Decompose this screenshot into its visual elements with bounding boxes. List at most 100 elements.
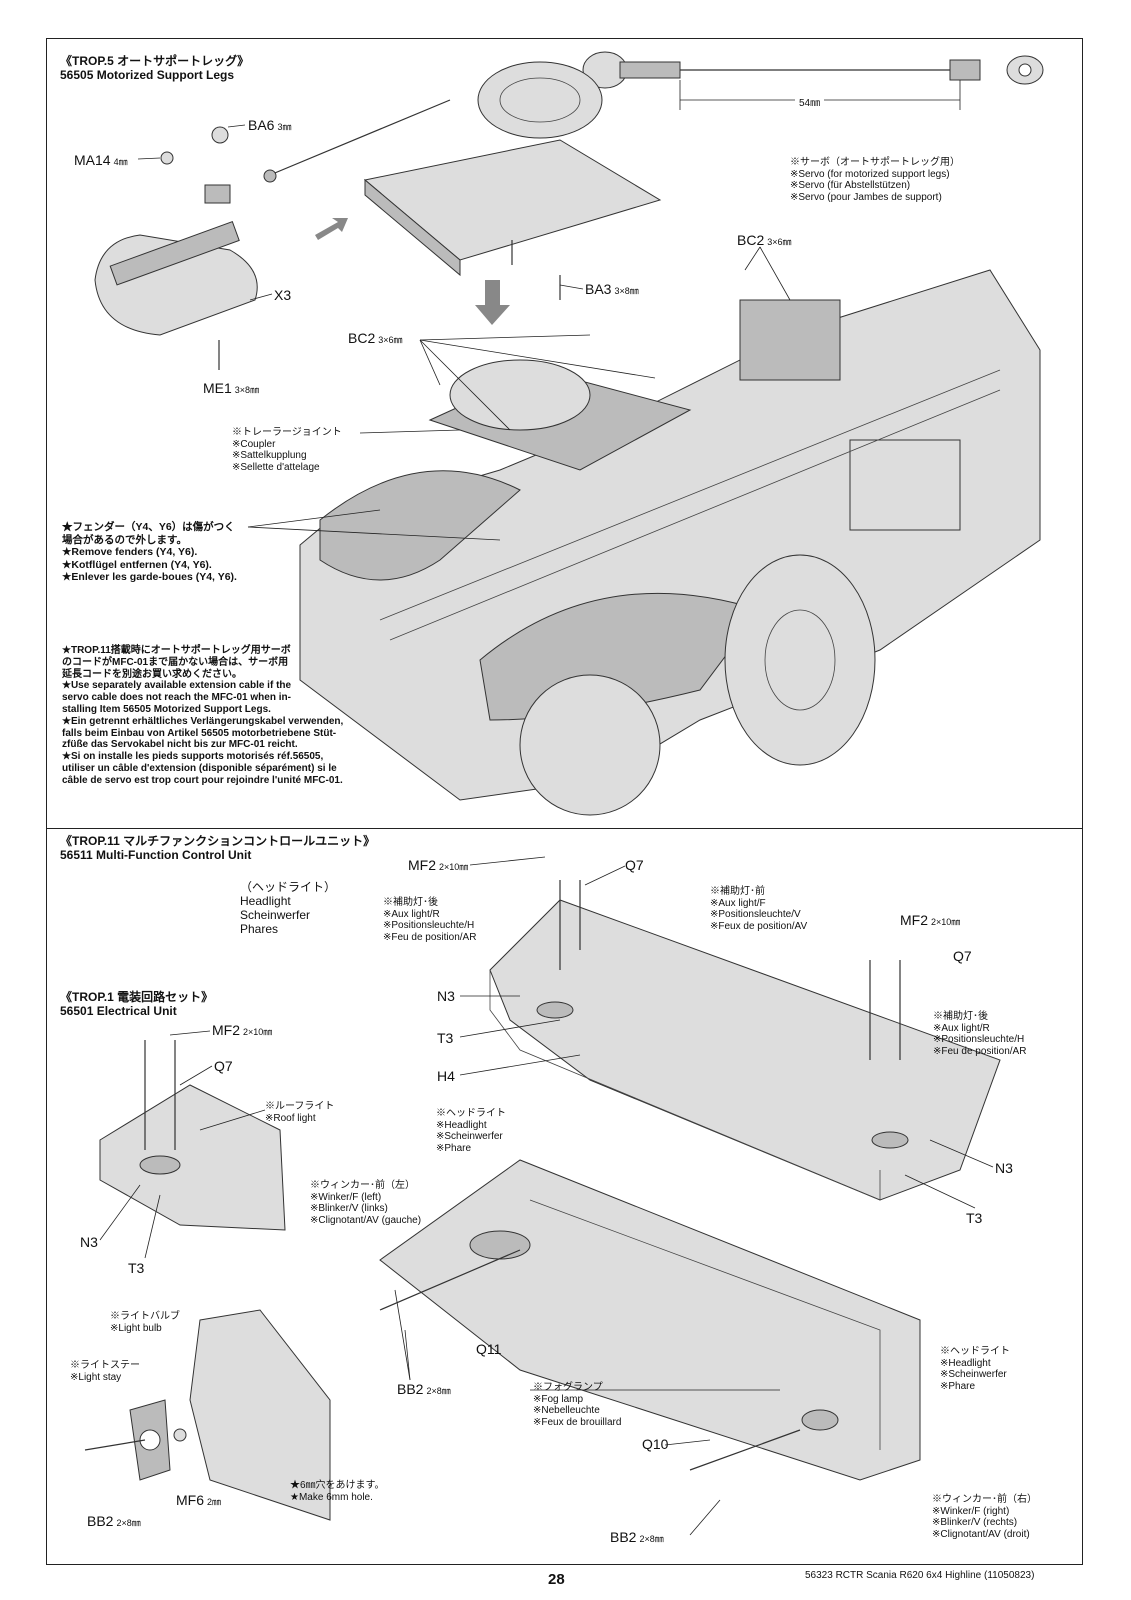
cable-note-line: ★Si on installe les pieds supports motor… [62,751,324,763]
part-t3-right: T3 [966,1210,983,1226]
aux-rear-left-line: ※Positionsleuchte/H [383,920,475,931]
headlight-heading-line: Scheinwerfer [240,908,311,922]
aux-rear-right-line: ※Positionsleuchte/H [933,1034,1025,1045]
part-bb2-center-code: BB2 [397,1381,424,1397]
part-mf2-rear-size: 2×10㎜ [931,917,961,927]
part-h4: H4 [437,1068,455,1084]
headlight-center-line: ※Scheinwerfer [436,1131,503,1142]
servo-note-line: ※Servo (for motorized support legs) [790,168,950,180]
aux-rear-left-line: ※Aux light/R [383,908,440,920]
roof-light-line: ※Roof light [265,1112,316,1124]
headlight-center-line: ※Phare [436,1142,472,1154]
arrow-right-icon [315,218,348,240]
part-n3-right: N3 [995,1160,1013,1176]
fifth-wheel-plate-illustration [263,61,662,300]
cable-note-line: falls beim Einbau von Artikel 56505 moto… [62,727,337,739]
aux-light-rear-left-label: ※補助灯･後 ※Aux light/R ※Positionsleuchte/H … [383,897,476,943]
part-me1-size: 3×8㎜ [234,385,260,395]
aux-rear-right-line: ※補助灯･後 [933,1011,988,1022]
aux-front-line: ※Aux light/F [710,897,766,909]
part-bc2-coupler-size: 3×6㎜ [378,335,403,345]
part-mf2-front-size: 2×10㎜ [439,862,469,872]
light-bulb-label: ※ライトバルブ ※Light bulb [110,1311,180,1334]
arrow-down-icon [475,280,510,325]
fog-lamp-line: ※フォグランプ [533,1382,603,1393]
cable-note-line: ★Ein getrennt erhältliches Verlängerungs… [62,715,344,727]
winker-left-line: ※Winker/F (left) [310,1191,382,1203]
extension-cable-note: ★TROP.11搭載時にオートサポートレッグ用サーボ のコードがMFC-01まで… [62,645,343,787]
section-trop1-title: 《TROP.1 電装回路セット》 56501 Electrical Unit [60,990,213,1018]
headlight-right-line: ※Scheinwerfer [940,1369,1007,1380]
section-trop11-title: 《TROP.11 マルチファンクションコントロールユニット》 56511 Mul… [60,834,375,862]
fender-note-line: 場合があるので外します。 [62,533,187,546]
headlight-right-line: ※Headlight [940,1357,991,1369]
fog-lamp-label: ※フォグランプ ※Fog lamp ※Nebelleuchte ※Feux de… [533,1382,621,1428]
cable-note-line: stalling Item 56505 Motorized Support Le… [62,703,271,715]
fender-note-line: ★Enlever les garde-boues (Y4, Y6). [62,571,237,583]
winker-left-line: ※Blinker/V (links) [310,1203,388,1214]
part-mf2-front-code: MF2 [408,857,436,873]
headlight-right-line: ※Phare [940,1380,976,1392]
winker-left-line: ※ウィンカー･前（左） [310,1180,415,1191]
front-light-body-illustration [489,880,1001,1201]
cable-note-line: zfüße das Servokabel nicht bis zur MFC-0… [62,739,298,751]
aux-rear-right-line: ※Aux light/R [933,1022,990,1034]
fender-note-line: ★Remove fenders (Y4, Y6). [62,546,198,558]
part-mf6-code: MF6 [176,1492,204,1508]
cable-note-line: câble de servo est trop court pour rejoi… [62,774,343,786]
section-trop11-title-en: 56511 Multi-Function Control Unit [60,848,252,862]
headlight-center-line: ※Headlight [436,1119,487,1131]
fender-note-line: ★Kotflügel entfernen (Y4, Y6). [62,558,212,571]
part-q11: Q11 [476,1341,502,1357]
cable-note-line: のコードがMFC-01まで届かない場合は、サーボ用 [62,656,289,668]
part-bb2-right-size: 2×8㎜ [639,1534,664,1544]
part-ba6-size: 3㎜ [277,122,292,132]
cable-note-line: servo cable does not reach the MFC-01 wh… [62,692,291,704]
part-mf2-roof-size: 2×10㎜ [243,1027,273,1037]
part-bc2-coupler-code: BC2 [348,330,376,346]
cable-note-line: ★TROP.11搭載時にオートサポートレッグ用サーボ [62,645,291,656]
winker-right-line: ※Winker/F (right) [932,1505,1010,1517]
aux-light-rear-right-label: ※補助灯･後 ※Aux light/R ※Positionsleuchte/H … [933,1011,1026,1057]
headlight-heading-line: Headlight [240,894,291,908]
page-number: 28 [548,1571,565,1588]
winker-right-line: ※Clignotant/AV (droit) [932,1528,1030,1540]
roof-light-label: ※ルーフライト ※Roof light [265,1101,334,1124]
part-q10: Q10 [642,1436,669,1452]
light-bulb-line: ※ライトバルブ [110,1311,180,1322]
light-stay-line: ※ライトステー [70,1360,140,1371]
servo-note-line: ※Servo (für Abstellstützen) [790,180,911,191]
part-bb2-left-code: BB2 [87,1513,114,1529]
hole-note-line: ★6㎜穴をあけます。 [290,1480,385,1491]
fog-lamp-line: ※Fog lamp [533,1393,584,1405]
part-q7-roof: Q7 [214,1058,233,1074]
section-trop11-title-jp: 《TROP.11 マルチファンクションコントロールユニット》 [60,834,376,848]
product-footer: 56323 RCTR Scania R620 6x4 Highline (110… [805,1570,1035,1581]
hole-note-line: ★Make 6mm hole. [290,1491,373,1503]
cable-note-line: utiliser un câble d'extension (disponibl… [62,762,337,774]
roof-light-illustration [99,1040,286,1231]
aux-rear-right-line: ※Feu de position/AR [933,1045,1027,1057]
part-mf6-size: 2㎜ [207,1497,222,1507]
headlight-heading-line: （ヘッドライト） [240,880,337,894]
part-bb2-center-size: 2×8㎜ [426,1386,451,1396]
cable-note-line: 延長コードを別途お買い求めください。 [62,668,242,680]
part-mf2-roof-code: MF2 [212,1022,240,1038]
servo-note: ※サーボ（オートサポートレッグ用） ※Servo (for motorized … [790,157,960,203]
fog-lamp-line: ※Feux de brouillard [533,1416,622,1428]
part-n3-roof: N3 [80,1234,98,1250]
rod-length-dimension: 54㎜ [795,94,825,109]
headlight-heading-line: Phares [240,922,279,936]
servo-note-line: ※サーボ（オートサポートレッグ用） [790,157,960,168]
headlight-center-line: ※ヘッドライト [436,1108,506,1119]
aux-light-front-label: ※補助灯･前 ※Aux light/F ※Positionsleuchte/V … [710,886,807,932]
coupler-note-line: ※Sellette d'attelage [232,461,320,473]
